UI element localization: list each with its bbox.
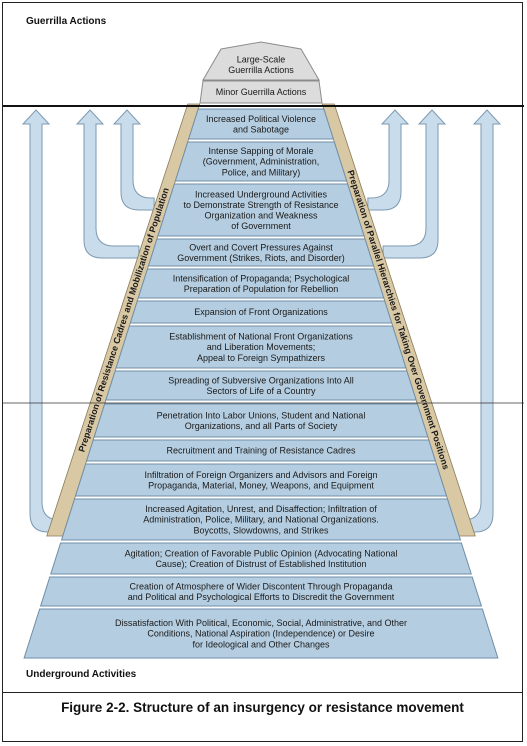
layer-label-line: Spreading of Subversive Organizations In… [168,375,354,385]
arrow-left-outer [21,109,61,533]
layer-label-line: Organizations, and all Parts of Society [185,421,338,431]
layer-label-line: Increased Agitation, Unrest, and Disaffe… [145,504,377,514]
arrow-right-inner [367,109,410,211]
layer-label-line: and Liberation Movements; [207,342,316,352]
layer-label-line: Propaganda, Material, Money, Weapons, an… [148,481,374,491]
layer-label-line: Increased Underground Activities [195,189,328,199]
pyramid-layer [157,183,365,237]
layer-label-line: and Sabotage [233,125,289,135]
layer-label-line: to Demonstrate Strength of Resistance [183,200,338,210]
layer-label-line: Conditions, National Aspiration (Indepen… [147,629,374,639]
pyramid-layer [129,300,393,324]
layer-label-line: Minor Guerrilla Actions [216,87,307,97]
arrows-group [21,109,502,533]
layer-label-line: of Government [231,221,291,231]
top-layer-large-scale [202,41,320,81]
layer-label-line: Intensification of Propaganda; Psycholog… [173,273,350,283]
layer-label-line: Expansion of Front Organizations [194,307,328,317]
top-layer-minor [199,80,323,104]
pyramid-layer [74,463,448,497]
arrow-left-inner [112,109,155,211]
section-label-underground: Underground Activities [26,669,137,680]
section-label-guerrilla: Guerrilla Actions [26,16,107,27]
layer-label-line: Sectors of Life of a Country [206,386,316,396]
arrow-right-outer [462,109,502,533]
pyramid-layer [115,325,407,369]
pyramid-layer [147,238,375,267]
layer-label-line: Police, and Military) [222,167,301,177]
layer-label-line: Establishment of National Front Organiza… [169,332,353,342]
layer-label-line: Large-Scale [237,54,286,64]
caption-divider [2,692,523,693]
pyramid-layer [60,498,462,541]
layer-label-line: Penetration Into Labor Unions, Student a… [157,410,366,420]
layer-label-line: Government (Strikes, Riots, and Disorder… [177,253,345,263]
layer-label-line: Administration, Police, Military, and Na… [143,515,378,525]
layer-label-line: Organization and Weakness [205,211,318,221]
arrow-right-middle [382,109,447,259]
arrow-left-middle [75,109,140,259]
layer-label-line: and Political and Psychological Efforts … [128,592,395,602]
pyramid-layer [174,141,348,182]
layer-label-line: Preparation of Population for Rebellion [184,284,339,294]
layer-label-line: for Ideological and Other Changes [192,639,330,649]
layer-label-line: Appeal to Foreign Sympathizers [197,353,326,363]
layer-label-line: Recruitment and Training of Resistance C… [166,446,356,456]
pyramid-layer [85,439,437,462]
layer-label-line: Guerrilla Actions [228,65,294,75]
layer-label-line: Creation of Atmosphere of Wider Disconte… [130,581,393,591]
pyramid-layer [50,542,472,575]
layer-label-line: Boycotts, Slowdowns, and Strikes [193,525,329,535]
layer-label-line: (Government, Administration, [203,157,320,167]
layer-label-line: Agitation; Creation of Favorable Public … [125,548,398,558]
layer-label-line: Increased Political Violence [206,114,316,124]
layer-label-line: Infiltration of Foreign Organizers and A… [144,470,377,480]
pyramid-layer [137,268,385,299]
pyramid-layer [39,576,483,607]
pyramid-layer [93,403,429,438]
pyramid-layer [23,608,499,659]
layer-label-line: Dissatisfaction With Political, Economic… [115,618,407,628]
pyramid-layer [187,108,335,140]
layer-label-line: Overt and Covert Pressures Against [189,242,333,252]
layer-label-line: Intense Sapping of Morale [208,146,313,156]
layer-label-line: Cause); Creation of Distrust of Establis… [155,559,366,569]
figure-caption: Figure 2-2. Structure of an insurgency o… [61,700,464,715]
pyramid-layer [105,370,417,401]
